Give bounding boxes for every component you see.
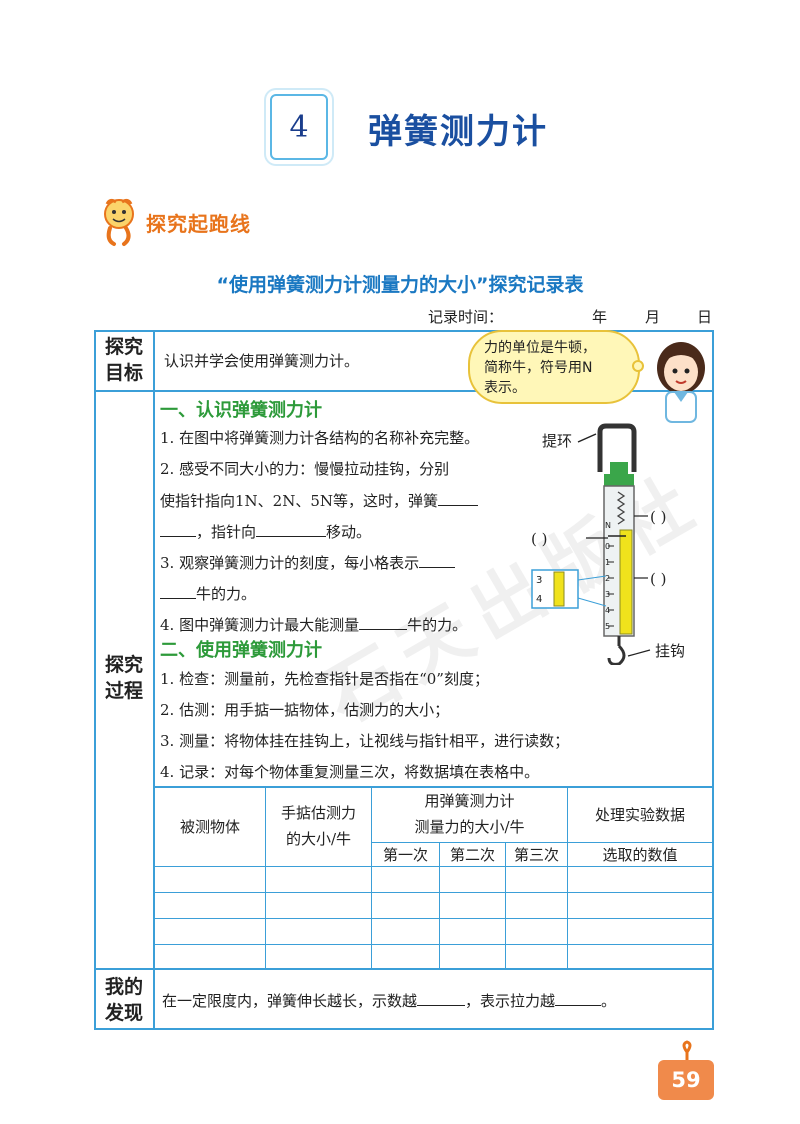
blank-max-force[interactable] bbox=[359, 615, 408, 630]
runner-mascot-icon bbox=[104, 198, 134, 246]
label-hook: 挂钩 bbox=[655, 642, 686, 660]
part2-item4: 4. 记录：对每个物体重复测量三次，将数据填在表格中。 bbox=[160, 763, 540, 781]
record-month: 月 bbox=[645, 308, 661, 326]
scale-label-unit: N bbox=[605, 521, 611, 530]
svg-text:5: 5 bbox=[605, 622, 610, 631]
blank-scale-2[interactable] bbox=[160, 584, 196, 599]
blank-scale-1[interactable] bbox=[419, 553, 456, 568]
record-year: 年 bbox=[592, 308, 608, 326]
goal-heading: 探究 目标 bbox=[104, 336, 143, 384]
paren-right-1: ( ) bbox=[650, 508, 667, 526]
svg-text:0: 0 bbox=[605, 542, 610, 551]
record-table-frame bbox=[94, 330, 714, 1030]
left-column-divider bbox=[153, 330, 155, 1030]
part1-item2-line1: 2. 感受不同大小的力：慢慢拉动挂钩，分别 bbox=[160, 460, 450, 478]
finding-heading: 我的 发现 bbox=[104, 976, 143, 1024]
table-title: “使用弹簧测力计测量力的大小”探究记录表 bbox=[216, 274, 584, 296]
hook-icon bbox=[607, 644, 626, 665]
part2-item3: 3. 测量：将物体挂在挂钩上，让视线与指针相平，进行读数； bbox=[160, 732, 570, 750]
ring-icon bbox=[597, 423, 637, 472]
page-number: 59 bbox=[658, 1060, 714, 1100]
paren-right-2: ( ) bbox=[650, 570, 667, 588]
header-estimate: 手掂估测力 的大小/牛 bbox=[280, 804, 356, 848]
header-first: 第一次 bbox=[382, 846, 428, 864]
blank-force[interactable] bbox=[555, 991, 602, 1006]
spring-scale-diagram: N 0 1 2 3 4 5 3 4 bbox=[531, 423, 651, 665]
part1-item1: 1. 在图中将弹簧测力计各结构的名称补充完整。 bbox=[160, 429, 480, 447]
data-table: 被测物体 手掂估测力 的大小/牛 用弹簧测力计 测量力的大小/牛 处理实验数据 … bbox=[155, 786, 712, 968]
part2-item1: 1. 检查：测量前，先检查指针是否指在“0”刻度； bbox=[160, 670, 489, 688]
svg-text:2: 2 bbox=[605, 574, 610, 583]
row-divider-finding bbox=[94, 968, 714, 970]
part1-item2-line2: 使指针指向1N、2N、5N等，这时，弹簧 bbox=[160, 490, 479, 512]
svg-text:4: 4 bbox=[605, 606, 610, 615]
part1-title: 一、认识弹簧测力计 bbox=[160, 400, 322, 421]
header-object: 被测物体 bbox=[179, 817, 240, 836]
finding-text: 在一定限度内，弹簧伸长越长，示数越，表示拉力越。 bbox=[162, 991, 617, 1010]
header-process: 处理实验数据 bbox=[594, 805, 685, 824]
svg-text:1: 1 bbox=[605, 558, 610, 567]
header-measure: 用弹簧测力计 测量力的大小/牛 bbox=[414, 792, 525, 836]
header-second: 第二次 bbox=[449, 846, 495, 864]
header-selected: 选取的数值 bbox=[602, 846, 678, 864]
blank-spring-2[interactable] bbox=[160, 522, 196, 537]
lesson-number: 4 bbox=[270, 94, 328, 160]
lesson-title: 弹簧测力计 bbox=[368, 112, 548, 152]
section-badge: 探究起跑线 bbox=[96, 196, 251, 248]
part1-item4: 4. 图中弹簧测力计最大能测量牛的力。 bbox=[160, 615, 468, 634]
part2-title: 二、使用弹簧测力计 bbox=[160, 640, 322, 661]
record-day: 日 bbox=[697, 308, 713, 326]
process-heading: 探究 过程 bbox=[104, 654, 143, 702]
tip-bubble: 力的单位是牛顿， 简称牛，符号用N 表示。 bbox=[468, 330, 640, 404]
part2-item2: 2. 估测：用手掂一掂物体，估测力的大小； bbox=[160, 701, 450, 719]
part1-item2-line3: ，指针向移动。 bbox=[160, 521, 371, 543]
header-third: 第三次 bbox=[513, 846, 559, 864]
girl-avatar bbox=[657, 342, 705, 423]
goal-text: 认识并学会使用弹簧测力计。 bbox=[164, 352, 360, 370]
blank-reading[interactable] bbox=[417, 991, 466, 1006]
part1-item3-line2: 牛的力。 bbox=[160, 583, 256, 605]
label-ring: 提环 bbox=[542, 432, 573, 450]
part1-item3-line1: 3. 观察弹簧测力计的刻度，每小格表示 bbox=[160, 552, 456, 574]
blank-spring-1[interactable] bbox=[438, 491, 479, 506]
record-time-label: 记录时间： bbox=[428, 308, 504, 326]
blank-pointer-direction[interactable] bbox=[256, 522, 327, 537]
row-divider-goal bbox=[94, 390, 714, 392]
svg-text:3: 3 bbox=[536, 575, 542, 586]
bubble-tail bbox=[632, 360, 644, 372]
svg-text:4: 4 bbox=[536, 594, 542, 605]
svg-text:3: 3 bbox=[605, 590, 610, 599]
section-label: 探究起跑线 bbox=[146, 211, 251, 236]
paren-left: ( ) bbox=[531, 530, 548, 548]
